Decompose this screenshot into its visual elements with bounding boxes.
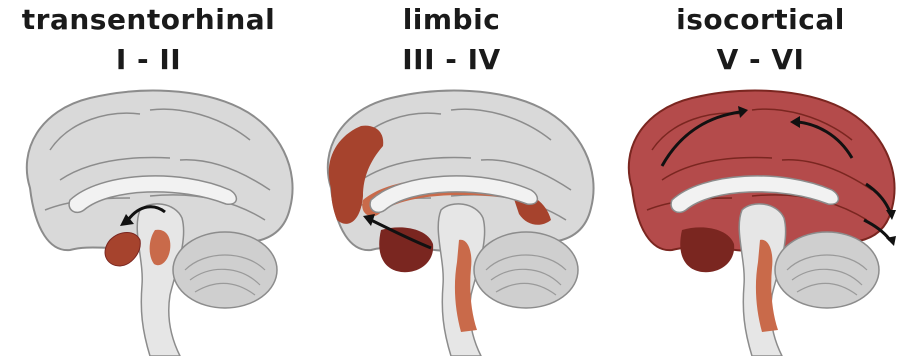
panel-isocortical: isocortical V - VI — [602, 0, 903, 356]
brain-illustration — [602, 80, 903, 356]
brain-illustration — [301, 80, 602, 356]
stage-name: isocortical — [610, 4, 903, 36]
stage-name: transentorhinal — [0, 4, 299, 36]
cerebellum — [775, 232, 879, 308]
stage-name: limbic — [301, 4, 602, 36]
brain-illustration — [0, 80, 301, 356]
cerebellum — [173, 232, 277, 308]
cerebellum — [474, 232, 578, 308]
panel-limbic: limbic III - IV — [301, 0, 602, 356]
stage-range: I - II — [0, 44, 299, 76]
panel-transentorhinal: transentorhinal I - II — [0, 0, 301, 356]
stage-range: V - VI — [610, 44, 903, 76]
stage-range: III - IV — [301, 44, 602, 76]
